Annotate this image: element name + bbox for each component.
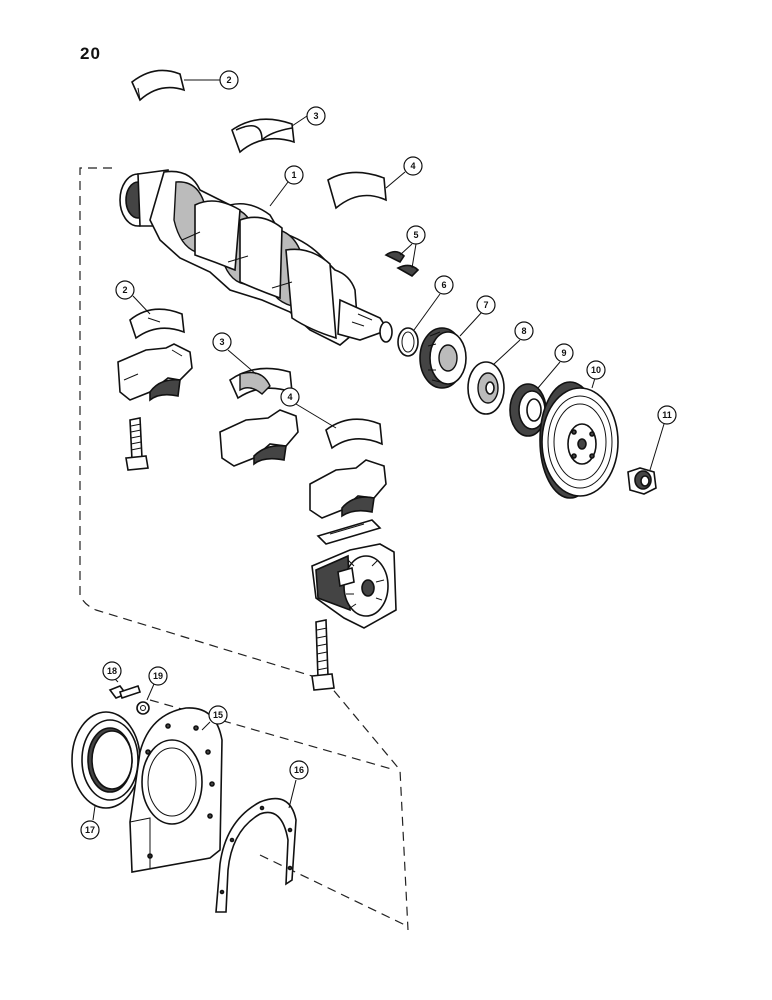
callout-19: 19: [148, 666, 168, 686]
crankshaft-pulley: [539, 381, 619, 499]
callout-8: 8: [514, 321, 534, 341]
lower-rear-bearing-shell: [325, 418, 383, 450]
svg-text:9: 9: [561, 348, 566, 358]
oil-thrower-plate: [467, 361, 505, 415]
front-main-bearing-cap: [117, 343, 193, 402]
callout-2-lower: 2: [115, 280, 135, 300]
callout-15: 15: [208, 705, 228, 725]
leader-lines: [92, 79, 665, 821]
front-cap-bolt: [125, 417, 149, 471]
oil-pump-assembly: [311, 543, 397, 629]
callout-7: 7: [476, 295, 496, 315]
svg-text:2: 2: [122, 285, 127, 295]
svg-text:3: 3: [313, 111, 318, 121]
svg-text:4: 4: [287, 392, 292, 402]
svg-text:17: 17: [85, 825, 95, 835]
svg-text:11: 11: [662, 410, 672, 420]
svg-text:18: 18: [107, 666, 117, 676]
svg-text:3: 3: [219, 337, 224, 347]
oil-slinger-washer: [397, 327, 419, 357]
assembly-boundary-dashed: [79, 167, 409, 931]
callout-16: 16: [289, 760, 309, 780]
svg-text:10: 10: [591, 365, 601, 375]
svg-text:5: 5: [413, 230, 418, 240]
crankshaft-gear: [419, 327, 467, 389]
callout-17: 17: [80, 820, 100, 840]
callout-2-upper: 2: [219, 70, 239, 90]
svg-text:19: 19: [153, 671, 163, 681]
oil-pump-gasket: [316, 519, 382, 545]
rear-seal-retainer: [129, 707, 223, 873]
svg-text:7: 7: [483, 300, 488, 310]
svg-text:2: 2: [226, 75, 231, 85]
svg-text:15: 15: [213, 710, 223, 720]
upper-main-bearing-shell: [131, 69, 186, 102]
callout-9: 9: [554, 343, 574, 363]
crankshaft: [119, 169, 393, 346]
callout-3-lower: 3: [212, 332, 232, 352]
center-main-bearing-cap: [219, 409, 299, 467]
upper-rear-bearing-shell: [327, 171, 387, 210]
callout-4-upper: 4: [403, 156, 423, 176]
callout-4-lower: 4: [280, 387, 300, 407]
oil-pump-bolt: [311, 619, 335, 691]
svg-text:4: 4: [410, 161, 415, 171]
callout-18: 18: [102, 661, 122, 681]
retainer-cap-screw: [108, 684, 142, 700]
callout-10: 10: [586, 360, 606, 380]
page-number: 20: [80, 44, 101, 63]
svg-text:16: 16: [294, 765, 304, 775]
front-oil-seal: [509, 383, 547, 437]
lower-thrust-bearing-shell: [228, 367, 293, 400]
svg-text:8: 8: [521, 326, 526, 336]
callout-11: 11: [657, 405, 677, 425]
rear-retainer-gasket: [215, 797, 297, 913]
svg-text:6: 6: [441, 280, 446, 290]
callout-6: 6: [434, 275, 454, 295]
rear-seal-boundary-dashed: [149, 699, 406, 926]
woodruff-keys: [384, 250, 420, 277]
svg-text:1: 1: [291, 170, 296, 180]
callout-5: 5: [406, 225, 426, 245]
pulley-retaining-nut: [627, 467, 657, 495]
callout-3-upper: 3: [306, 106, 326, 126]
upper-thrust-bearing-shell: [231, 118, 295, 154]
callout-1: 1: [284, 165, 304, 185]
lower-front-bearing-shell: [129, 308, 185, 340]
rear-main-bearing-cap: [309, 459, 387, 519]
lock-washer: [136, 701, 150, 715]
rear-crankshaft-seal: [71, 711, 141, 809]
